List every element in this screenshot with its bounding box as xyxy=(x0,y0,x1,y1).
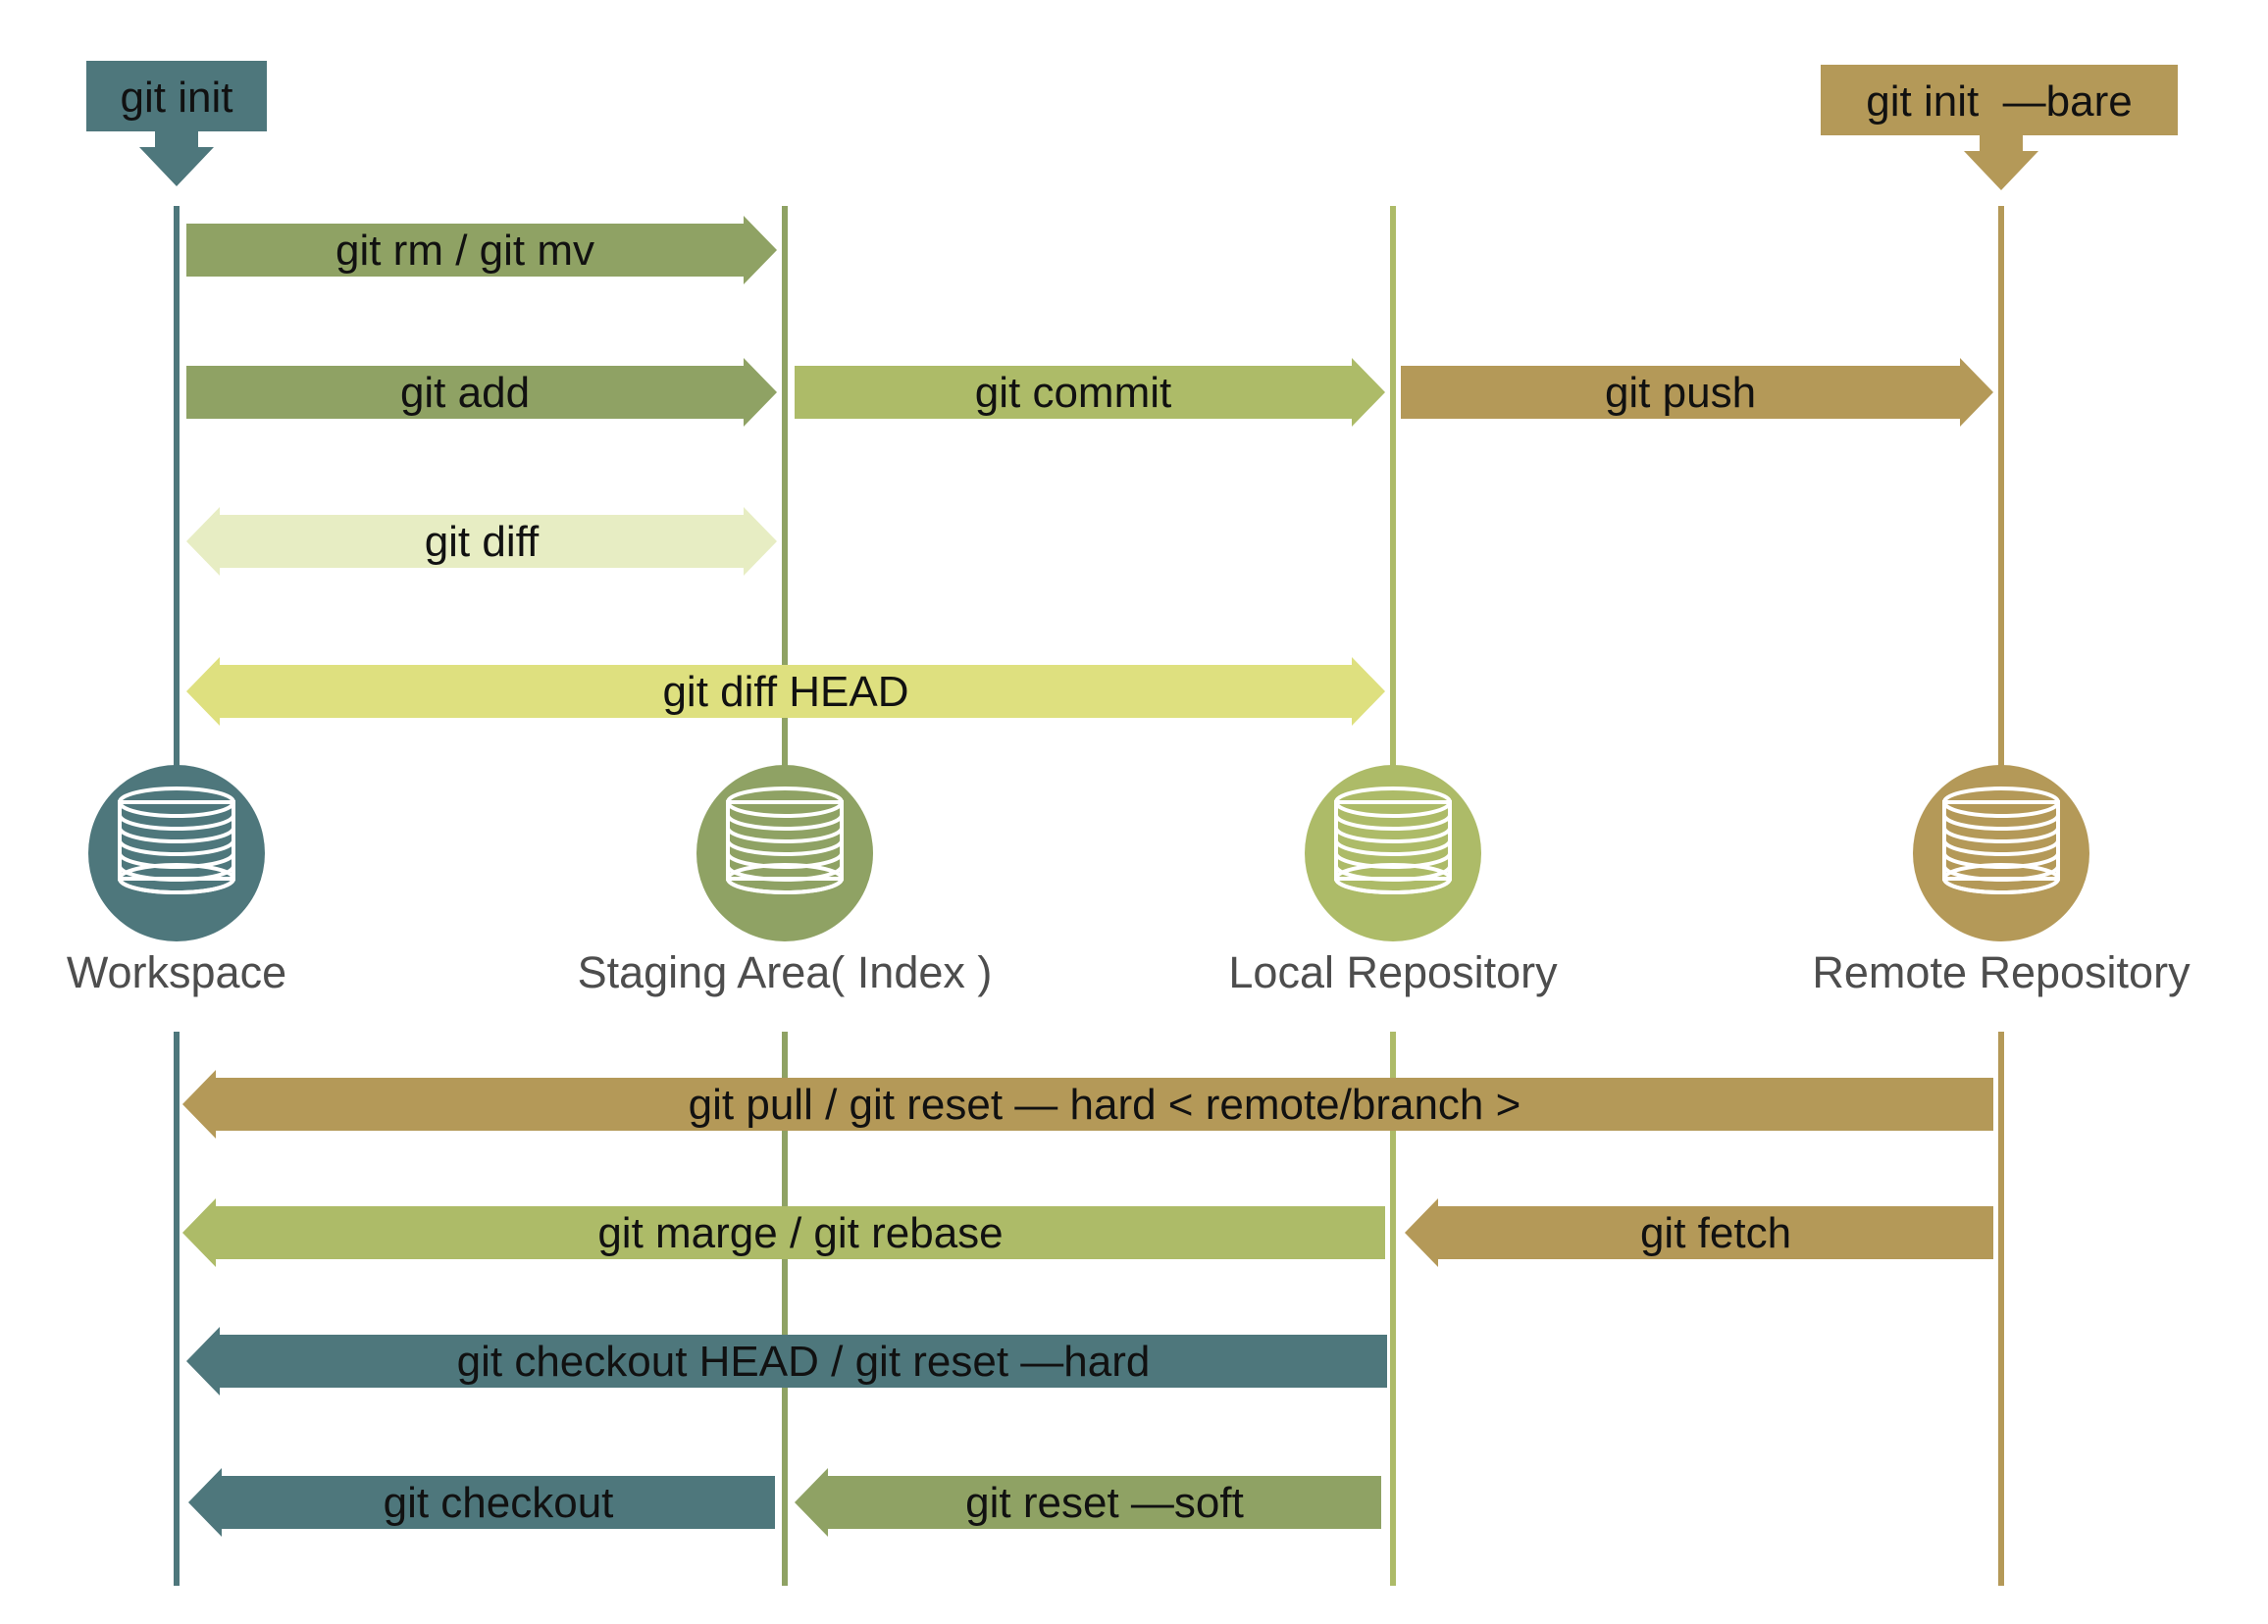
area-local: Local Repository xyxy=(1228,765,1558,997)
area-label: Remote Repository xyxy=(1812,947,2191,997)
command-git-add: git add xyxy=(186,358,777,427)
init-command-label: git init —bare xyxy=(1866,77,2132,126)
area-staging: Staging Area( Index ) xyxy=(578,765,993,997)
database-icon xyxy=(1334,787,1452,894)
arrow-left-git-fetch xyxy=(1405,1198,1993,1267)
arrow-right-git-commit xyxy=(795,358,1385,427)
command-label: git reset —soft xyxy=(965,1479,1244,1527)
command-git-checkout-head: git checkout HEAD / git reset —hard xyxy=(186,1327,1387,1396)
arrow-right-git-add xyxy=(186,358,777,427)
database-icon xyxy=(1942,787,2060,894)
arrow-left-git-reset-soft xyxy=(795,1468,1381,1537)
init-marker-workspace: git init xyxy=(86,61,267,186)
command-git-reset-soft: git reset —soft xyxy=(795,1468,1381,1537)
area-label: Local Repository xyxy=(1228,947,1558,997)
command-label: git commit xyxy=(975,369,1171,417)
area-workspace: Workspace xyxy=(67,765,286,997)
command-label: git pull / git reset — hard < remote/bra… xyxy=(689,1081,1521,1129)
command-label: git fetch xyxy=(1640,1209,1791,1257)
arrow-left-git-merge-rebase xyxy=(182,1198,1385,1267)
arrow-right-git-push xyxy=(1401,358,1993,427)
init-box xyxy=(1821,65,2178,135)
command-label: git diff xyxy=(425,518,540,566)
init-command-label: git init xyxy=(121,74,233,122)
command-arrows: git rm / git mv git add git commit git push… xyxy=(182,216,1993,1537)
init-markers: git init git init —bare xyxy=(86,61,2178,190)
command-label: git push xyxy=(1605,369,1756,417)
command-git-diff-head: git diff HEAD xyxy=(186,657,1385,726)
init-box xyxy=(86,61,267,131)
command-git-commit: git commit xyxy=(795,358,1385,427)
down-arrow-icon xyxy=(1964,133,2038,190)
database-icon xyxy=(118,787,235,894)
command-git-merge-rebase: git marge / git rebase xyxy=(182,1198,1385,1267)
arrow-both-git-diff xyxy=(186,507,777,576)
command-label: git marge / git rebase xyxy=(597,1209,1003,1257)
area-nodes: Workspace Staging Area( Index ) Local Repo… xyxy=(67,765,2191,997)
command-git-checkout: git checkout xyxy=(188,1468,775,1537)
database-icon xyxy=(726,787,844,894)
command-git-rm-mv: git rm / git mv xyxy=(186,216,777,284)
init-marker-remote: git init —bare xyxy=(1821,65,2178,190)
arrow-left-git-checkout-head xyxy=(186,1327,1387,1396)
command-git-push: git push xyxy=(1401,358,1993,427)
command-label: git checkout HEAD / git reset —hard xyxy=(457,1338,1151,1386)
area-label: Staging Area( Index ) xyxy=(578,947,993,997)
down-arrow-icon xyxy=(139,129,214,186)
command-label: git add xyxy=(400,369,530,417)
arrow-left-git-pull-reset xyxy=(182,1070,1993,1139)
area-remote: Remote Repository xyxy=(1812,765,2191,997)
command-git-diff: git diff xyxy=(186,507,777,576)
command-git-pull-reset: git pull / git reset — hard < remote/bra… xyxy=(182,1070,1993,1139)
arrow-right-git-rm-mv xyxy=(186,216,777,284)
command-git-fetch: git fetch xyxy=(1405,1198,1993,1267)
command-label: git checkout xyxy=(384,1479,614,1527)
command-label: git rm / git mv xyxy=(335,227,594,275)
arrow-both-git-diff-head xyxy=(186,657,1385,726)
command-label: git diff HEAD xyxy=(662,668,908,716)
area-label: Workspace xyxy=(67,947,286,997)
arrow-left-git-checkout xyxy=(188,1468,775,1537)
